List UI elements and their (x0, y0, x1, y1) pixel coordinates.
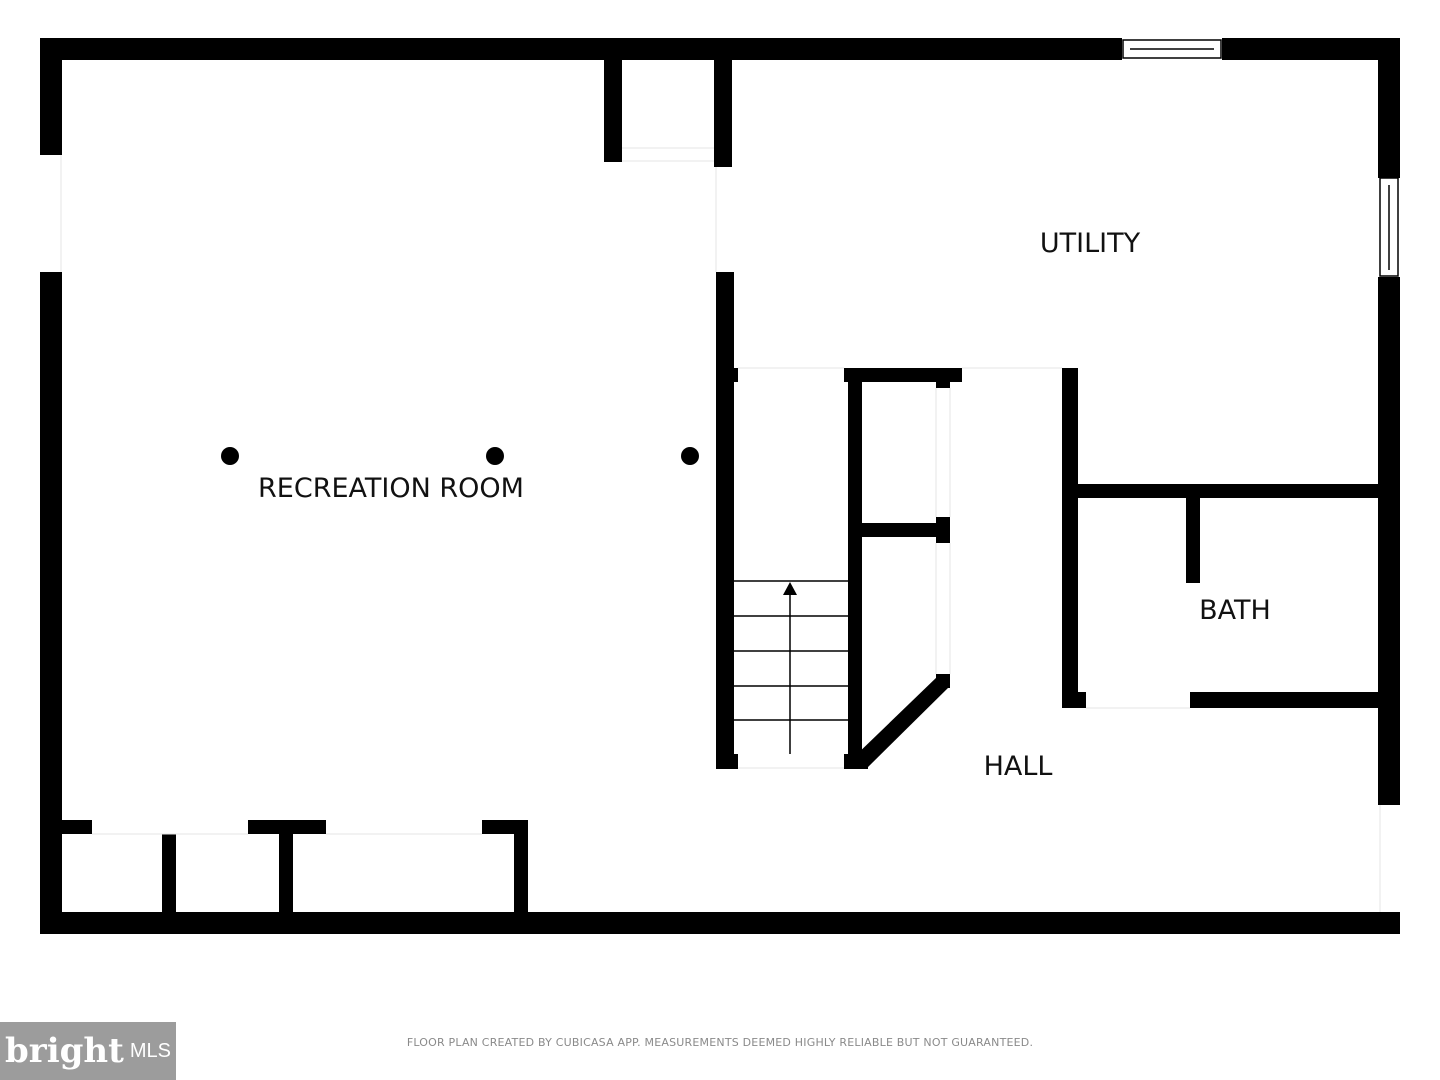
wall-closet-div-1 (162, 834, 176, 914)
bright-mls-logo: bright MLS (0, 1022, 176, 1080)
post-2 (486, 447, 504, 465)
wall-stair-top-left (716, 368, 738, 382)
wall-bath-stub (1186, 494, 1200, 583)
wall-right-middle (1378, 277, 1400, 805)
wall-left-upper (40, 38, 62, 155)
logo-brand-text: bright (5, 1031, 124, 1071)
wall-right-lower (1378, 912, 1400, 934)
wall-closet-right (714, 38, 732, 167)
post-3 (681, 447, 699, 465)
wall-closet-div-3 (514, 822, 528, 914)
wall-closet-bottom-a (40, 820, 92, 834)
wall-inner-closet-post-top (936, 376, 950, 388)
wall-closet-left (604, 38, 622, 162)
walls (40, 38, 1400, 934)
room-label-utility: UTILITY (1040, 228, 1141, 259)
wall-top-right (1222, 38, 1400, 60)
wall-diagonal (852, 676, 950, 769)
room-label-recreation: RECREATION ROOM (258, 473, 524, 504)
door-openings (60, 147, 1381, 912)
wall-left-lower (40, 272, 62, 934)
room-label-bath: BATH (1199, 595, 1271, 626)
stairs (734, 580, 848, 754)
wall-top-left (40, 38, 1122, 60)
wall-utility-bath (1062, 484, 1400, 498)
wall-bath-bottom-right (1190, 692, 1400, 708)
floor-plan-disclaimer: FLOOR PLAN CREATED BY CUBICASA APP. MEAS… (406, 1036, 1034, 1049)
wall-hall-right (1062, 368, 1078, 708)
wall-closet-div-2 (279, 822, 293, 914)
wall-inner-closet-shelf (862, 523, 950, 537)
wall-inner-closet-post-mid (936, 517, 950, 543)
wall-stair-top-right (844, 368, 962, 382)
logo-suffix-text: MLS (129, 1040, 171, 1062)
wall-bottom (40, 912, 1400, 934)
wall-stair-bottom-left (716, 754, 738, 769)
wall-bath-bottom-left (1062, 692, 1086, 708)
wall-divider-lower (716, 272, 734, 769)
stair-arrow-icon (783, 582, 797, 595)
wall-stair-right (848, 368, 862, 769)
wall-right-upper (1378, 38, 1400, 178)
windows (1122, 39, 1399, 277)
room-label-hall: HALL (984, 751, 1053, 782)
posts (221, 447, 699, 465)
post-1 (221, 447, 239, 465)
